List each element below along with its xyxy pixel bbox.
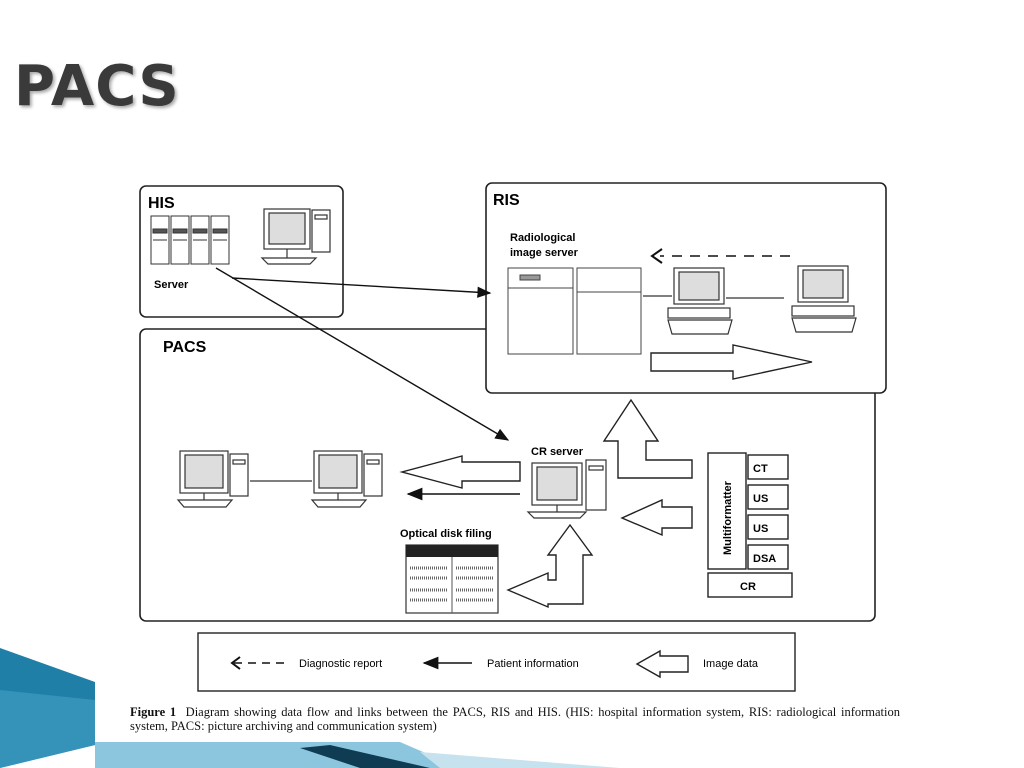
multiformatter-group: Multiformatter CT US US DSA CR [707,452,793,598]
modality-dsa: DSA [753,553,776,565]
figure-caption: Figure 1 Diagram showing data flow and l… [130,705,900,733]
pacs-workstation-icon-1 [176,450,249,508]
his-server-icon [150,215,230,265]
ris-workstation-icon-2 [791,265,857,333]
legend-image-data-arrow [635,649,689,679]
ris-title: RIS [493,192,520,209]
image-data-arrow-up [602,398,693,479]
his-server-label: Server [154,279,189,291]
image-data-arrow-ris [650,344,813,380]
his-box: HIS Server [139,185,344,318]
pacs-title: PACS [163,339,207,356]
slide-title: PACS [14,54,180,119]
figure-caption-text: Diagram showing data flow and links betw… [130,705,900,733]
modality-ct: CT [753,463,768,475]
cr-server-icon [526,459,607,519]
legend-box: Diagnostic report Patient information Im… [197,632,796,692]
his-title: HIS [148,195,175,212]
slide-corner-decoration [0,648,620,768]
cr-server-label: CR server [531,446,584,458]
pacs-workstation-icon-2 [310,450,383,508]
ris-server-label-2: image server [510,247,579,259]
legend-patient-information: Patient information [487,658,579,670]
optical-disk-label: Optical disk filing [400,528,492,540]
ris-server-label-1: Radiological [510,232,575,244]
image-data-arrow-to-cr [620,498,693,537]
radiological-server-icon [507,267,642,355]
modality-us-2: US [753,523,768,535]
image-data-arrow-to-workstations [399,455,521,489]
modality-us-1: US [753,493,768,505]
image-data-arrow-optical [506,523,594,609]
modality-cr: CR [740,581,756,593]
figure-label: Figure 1 [130,705,177,719]
legend-image-data: Image data [703,658,759,670]
legend-diagnostic-report: Diagnostic report [299,658,382,670]
optical-disk-icon [405,544,499,614]
ris-workstation-icon-1 [667,267,733,335]
ris-box: RIS Radiological image server [485,182,887,394]
patient-info-arrow-to-ris [231,277,492,298]
multiformatter-label: Multiformatter [722,480,734,555]
his-workstation-icon [260,208,331,265]
patient-info-arrow-to-cr [215,267,510,441]
